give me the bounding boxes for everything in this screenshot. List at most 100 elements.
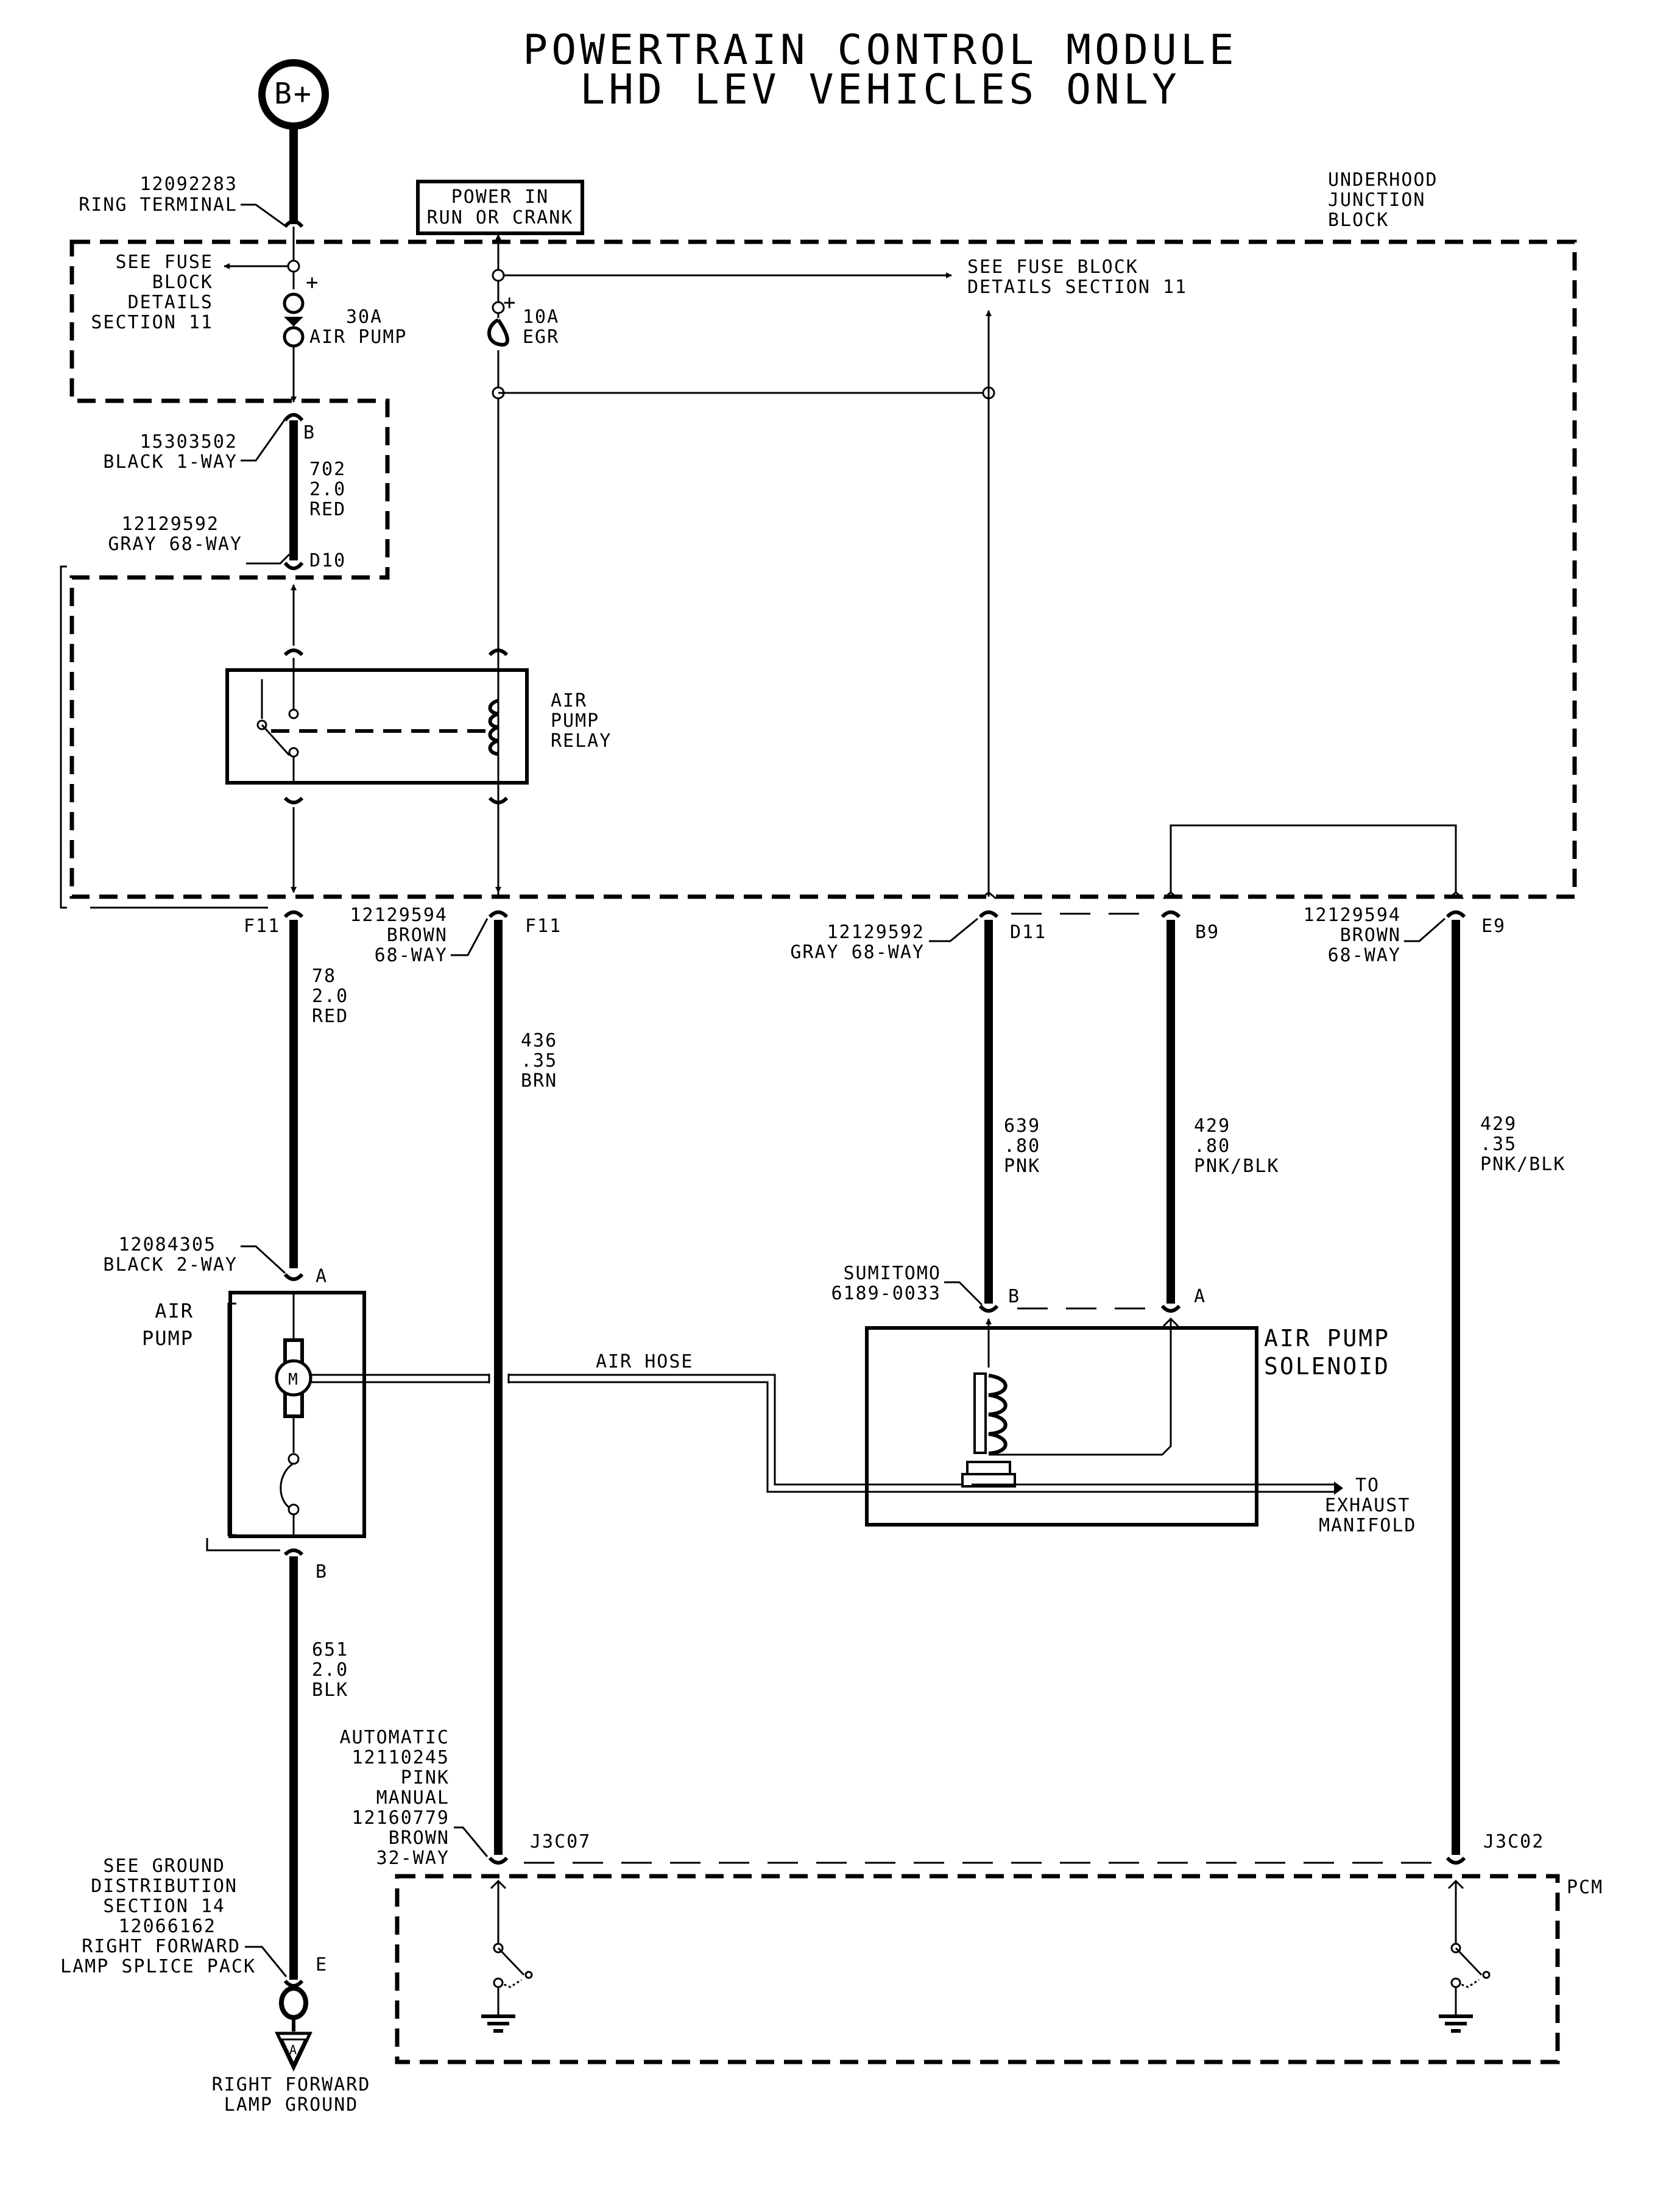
wire-639-label: 639 .80 PNK <box>1004 1115 1040 1177</box>
air-pump-breaker-upper <box>288 1453 300 1465</box>
wire-429b-color: PNK/BLK <box>1480 1154 1565 1175</box>
wire-651-color: BLK <box>312 1679 348 1701</box>
air-pump-lower-bracket <box>206 1538 280 1552</box>
solenoid-label-2: SOLENOID <box>1264 1353 1390 1380</box>
fuse-ref-left: SEE FUSE BLOCK DETAILS SECTION 11 <box>91 252 213 333</box>
conn-brown-left-leader <box>451 918 489 956</box>
conn-black-1way-part: 15303502 <box>140 431 238 453</box>
exhaust-line-2: EXHAUST <box>1325 1495 1410 1516</box>
ground-symbol-letter: A <box>289 2042 298 2057</box>
wire-429a-gauge: .80 <box>1194 1135 1230 1157</box>
relay-input-cap-left <box>283 648 304 657</box>
conn-black-2way-leader <box>241 1245 286 1274</box>
wire-651-gauge: 2.0 <box>312 1659 348 1681</box>
fuse-ref-left-2: BLOCK <box>152 272 213 293</box>
ring-terminal-symbol <box>283 219 304 228</box>
ring-terminal-leader <box>241 203 287 228</box>
air-pump-fuse-node <box>287 259 300 273</box>
wire-436-label: 436 .35 BRN <box>521 1030 557 1092</box>
air-pump-fuse-polarity: + <box>306 270 319 295</box>
conn-gray-right-leader <box>929 917 978 942</box>
wire-436-circuit: 436 <box>521 1030 557 1051</box>
air-hose: AIR HOSE <box>311 1351 972 1493</box>
fuse-ref-left-4: SECTION 11 <box>91 312 213 333</box>
conn-brown-68way-left-callout: 12129594 BROWN 68-WAY F11 <box>350 905 561 966</box>
conn-gray-top-leader <box>246 553 291 565</box>
egr-feed-node <box>492 269 505 282</box>
air-pump-frame <box>228 1291 366 1538</box>
sumitomo-part: 6189-0033 <box>831 1283 941 1304</box>
air-pump-bracket <box>227 1302 236 1536</box>
battery-b-plus: B+ <box>258 59 329 130</box>
wire-702-circuit: 702 <box>309 459 346 480</box>
fuse-ref-right-2: DETAILS SECTION 11 <box>967 277 1187 298</box>
ground-ref-3: SECTION 14 <box>103 1896 225 1917</box>
sumitomo-connector: SUMITOMO 6189-0033 B A <box>831 1263 1206 1307</box>
ground-splice-cap <box>283 1979 304 1988</box>
ground-ref-leader <box>245 1946 288 1977</box>
d11-cap <box>978 910 999 919</box>
pcm-conn-right-pin: J3C02 <box>1483 1831 1544 1852</box>
b9-e9-jumper <box>1170 824 1457 892</box>
wire-702-label: 702 2.0 RED <box>309 459 346 520</box>
ground-ref-1: SEE GROUND <box>103 1855 225 1877</box>
solenoid-valve-stem <box>966 1461 1011 1475</box>
wire-429a-color: PNK/BLK <box>1194 1156 1279 1177</box>
power-in-line-1: POWER IN <box>451 186 549 208</box>
wire-78-gauge: 2.0 <box>312 986 348 1007</box>
fuse-air-pump: + 30A AIR PUMP <box>283 270 406 348</box>
pcm-j3c07-cap <box>488 1856 509 1865</box>
air-pump-motor-icon <box>275 1359 312 1397</box>
b9-arrow <box>1163 891 1179 900</box>
conn-b9-pin: B9 <box>1195 922 1219 943</box>
fuse-ref-right: SEE FUSE BLOCK DETAILS SECTION 11 <box>967 256 1187 298</box>
junction-block-outline <box>69 239 1577 899</box>
pcm-switch-left-dots <box>499 1979 522 1988</box>
conn-black-1way-symbol <box>283 413 304 422</box>
ground-ref-2: DISTRIBUTION <box>91 1876 238 1897</box>
air-pump-breaker-arc <box>280 1462 294 1509</box>
relay-frame <box>225 668 529 785</box>
pcm-conn-left-2: 12110245 <box>352 1747 450 1768</box>
exhaust-line-1: TO <box>1355 1475 1380 1496</box>
conn-black-2way-a-cap <box>283 1273 304 1281</box>
conn-brown-right-part: 12129594 <box>1304 905 1402 926</box>
conn-black-2way-callout: 12084305 BLACK 2-WAY A <box>103 1234 326 1287</box>
b9-cap <box>1160 910 1181 919</box>
wire-651-label: 651 2.0 BLK <box>312 1639 348 1701</box>
egr-fuse-rating: 10A <box>523 306 559 328</box>
ring-terminal-part: 12092283 <box>140 174 238 195</box>
pcm-switch-left-arrow <box>490 1879 507 1890</box>
air-pump-fuse-lower-terminal <box>283 326 305 348</box>
air-pump-relay: AIR PUMP RELAY <box>225 658 610 785</box>
pcm-j3c02-cap <box>1445 1856 1466 1865</box>
conn-brown-68way-right-callout: 12129594 BROWN 68-WAY E9 <box>1304 905 1505 966</box>
sumitomo-a-cap <box>1160 1304 1181 1313</box>
ring-terminal-name: RING TERMINAL <box>79 194 238 216</box>
conn-gray-top-name: GRAY 68-WAY <box>108 534 242 555</box>
e9-arrow <box>1448 891 1464 900</box>
wire-639-gauge: .80 <box>1004 1135 1040 1157</box>
relay-contact-open <box>288 708 299 719</box>
conn-gray-top-symbol <box>283 562 304 570</box>
wire-78-circuit: 78 <box>312 966 336 987</box>
pcm-switch-right-arm <box>1455 1947 1483 1976</box>
pcm-switch-left-pivot <box>524 1971 533 1979</box>
junction-block-bracket <box>60 565 67 909</box>
power-in-frame <box>416 180 584 235</box>
f11-left-cap <box>283 910 304 919</box>
relay-input-cap-right <box>488 648 509 657</box>
sumitomo-pin-a: A <box>1194 1286 1206 1307</box>
conn-brown-right-leader <box>1404 917 1445 942</box>
wire-702-gauge: 2.0 <box>309 479 346 500</box>
ring-terminal-callout: 12092283 RING TERMINAL <box>79 174 287 228</box>
pcm-label: PCM <box>1567 1877 1603 1898</box>
relay-coil <box>488 699 499 756</box>
fuse-ref-right-1: SEE FUSE BLOCK <box>967 256 1138 278</box>
wire-429b-gauge: .35 <box>1480 1134 1517 1155</box>
air-pump-label-2: PUMP <box>142 1327 194 1350</box>
ground-ref-4: 12066162 <box>119 1916 217 1937</box>
conn-black-1way-name: BLACK 1-WAY <box>103 451 238 473</box>
sumitomo-name: SUMITOMO <box>844 1263 942 1284</box>
relay-output-cap-left <box>283 796 304 805</box>
